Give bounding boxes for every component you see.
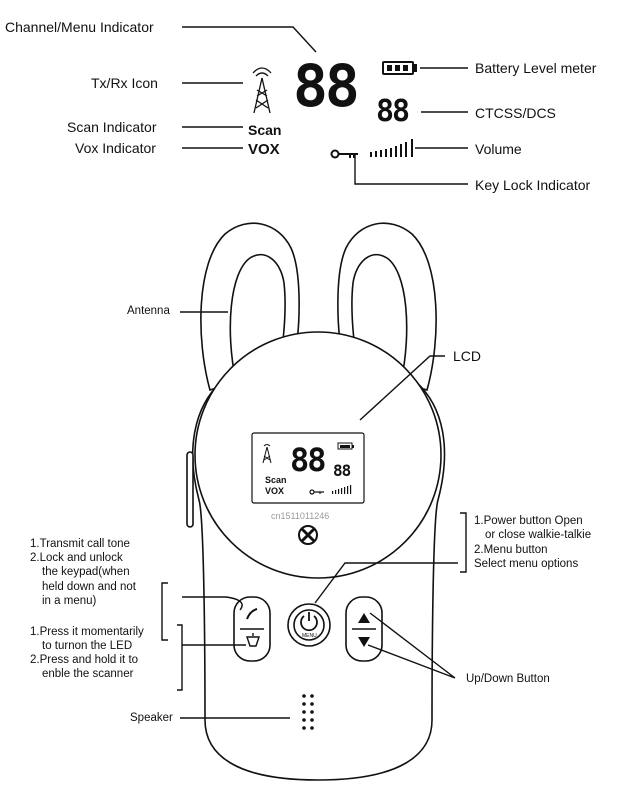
lcd-channel-digits: 88	[293, 52, 360, 120]
menu-button-text: MENU	[302, 633, 317, 639]
left-upper-leader-line	[182, 596, 243, 611]
left-bracket-upper	[161, 582, 168, 641]
mini-key-icon	[309, 489, 324, 495]
left-note-line: 2.Lock and unlock	[30, 552, 123, 564]
power-icon	[300, 612, 318, 632]
right-bracket	[460, 512, 467, 573]
mini-channel-digits: 88	[290, 441, 327, 479]
channel-indicator-label: Channel/Menu Indicator	[5, 19, 154, 35]
battery-icon	[382, 61, 417, 75]
left-note-line: held down and not	[42, 581, 136, 593]
lcd-scan-text: Scan	[248, 122, 282, 138]
lcd-leader-line	[359, 355, 445, 421]
antenna-label: Antenna	[127, 305, 170, 317]
volume-icon	[370, 139, 413, 157]
down-arrow-icon	[358, 637, 370, 647]
ctcss-label: CTCSS/DCS	[475, 105, 556, 121]
left-note-line: 2.Press and hold it to	[30, 654, 139, 666]
right-note-line: 1.Power button Open	[474, 515, 583, 527]
lcd-vox-text: VOX	[248, 141, 280, 158]
vox-indicator-label: Vox Indicator	[75, 140, 156, 156]
txrx-icon	[252, 67, 272, 114]
watermark-text: cn1511011246	[271, 511, 330, 521]
lcd-label: LCD	[453, 348, 482, 364]
side-button	[186, 451, 194, 528]
updown-button-label: Up/Down Button	[466, 673, 550, 685]
left-note-line: 1.Press it momentarily	[30, 626, 144, 638]
updown-leader-lines	[367, 612, 456, 679]
txrx-icon-label: Tx/Rx Icon	[91, 75, 158, 91]
left-note-line: the keypad(when	[42, 566, 130, 578]
left-note-line: to turnon the LED	[42, 640, 133, 652]
mini-volume-icon	[332, 485, 352, 494]
lcd-ctcss-digits: 88	[376, 94, 410, 129]
right-note-line: 2.Menu button	[474, 544, 548, 556]
right-note-line: Select menu options	[474, 558, 579, 570]
mini-ctcss-digits: 88	[333, 461, 351, 480]
mini-txrx-icon	[262, 444, 272, 464]
mini-lcd	[251, 432, 365, 504]
key-icon	[330, 149, 358, 159]
scan-indicator-label: Scan Indicator	[67, 119, 157, 135]
left-note-line: in a menu)	[42, 595, 97, 607]
keylock-leader-line	[354, 153, 468, 185]
right-note-line: or close walkie-talkie	[485, 529, 592, 541]
left-note-line: enble the scanner	[42, 668, 134, 680]
battery-meter-label: Battery Level meter	[475, 60, 597, 76]
mini-vox-text: VOX	[265, 486, 285, 496]
speaker-grill	[302, 694, 314, 730]
volume-label: Volume	[475, 141, 522, 157]
call-icon	[246, 608, 258, 620]
brand-logo-icon	[298, 525, 318, 545]
flashlight-icon	[246, 633, 260, 647]
channel-leader-line	[182, 26, 317, 53]
key-lock-label: Key Lock Indicator	[475, 177, 591, 193]
left-note-line: 1.Transmit call tone	[30, 538, 130, 550]
up-arrow-icon	[358, 613, 370, 623]
mini-scan-text: Scan	[265, 475, 287, 485]
mini-battery-icon	[337, 442, 354, 450]
speaker-label: Speaker	[130, 712, 173, 724]
menu-leader-line	[314, 562, 458, 604]
left-bracket-lower	[177, 624, 183, 691]
